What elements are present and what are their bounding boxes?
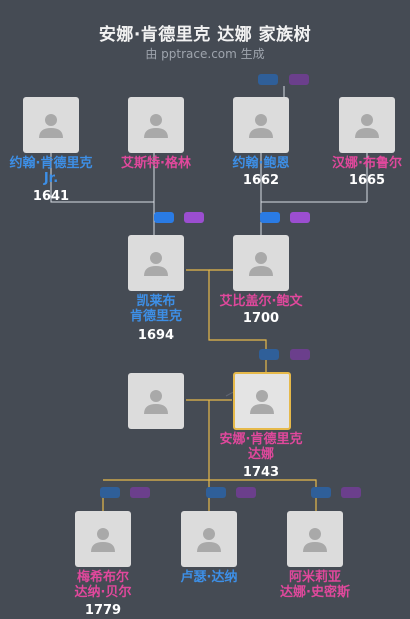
person-card-p6[interactable] [233, 235, 289, 291]
add-mother-pill[interactable] [184, 212, 204, 223]
page-subtitle: 由 pptrace.com 生成 [145, 47, 265, 61]
avatar-silhouette-icon [303, 528, 327, 552]
avatar-silhouette-icon [249, 252, 273, 276]
person-card-p2[interactable] [128, 97, 184, 153]
person-year-p8: 1743 [242, 465, 280, 480]
child-toggle-pill[interactable] [236, 487, 256, 498]
child-toggle-pill[interactable] [206, 487, 226, 498]
add-mother-pill[interactable] [290, 349, 310, 360]
person-year-p5: 1694 [137, 328, 175, 343]
avatar-silhouette-icon [250, 390, 274, 414]
avatar-silhouette-icon [355, 114, 379, 138]
person-year-p6: 1700 [242, 311, 280, 326]
spouse-toggle-pill[interactable] [289, 74, 309, 85]
avatar-silhouette-icon [197, 528, 221, 552]
child-toggle-pill[interactable] [311, 487, 331, 498]
avatar-silhouette-icon [144, 114, 168, 138]
person-name-p10: 卢瑟·达纳 [180, 570, 238, 585]
person-card-p5[interactable] [128, 235, 184, 291]
person-card-p11[interactable] [287, 511, 343, 567]
add-father-pill[interactable] [154, 212, 174, 223]
person-name-p6: 艾比盖尔·鲍文 [219, 294, 303, 309]
avatar-silhouette-icon [144, 252, 168, 276]
spouse-toggle-pill[interactable] [258, 74, 278, 85]
person-card-p1[interactable] [23, 97, 79, 153]
avatar-silhouette-icon [144, 390, 168, 414]
child-toggle-pill[interactable] [341, 487, 361, 498]
add-father-pill[interactable] [260, 212, 280, 223]
person-year-p3: 1662 [242, 173, 280, 188]
person-card-p7[interactable] [128, 373, 184, 429]
add-father-pill[interactable] [259, 349, 279, 360]
person-card-p4[interactable] [339, 97, 395, 153]
add-mother-pill[interactable] [290, 212, 310, 223]
avatar-silhouette-icon [91, 528, 115, 552]
person-card-p8-selected[interactable] [233, 372, 291, 430]
person-year-p9: 1779 [84, 603, 122, 618]
person-name-p8: 安娜·肯德里克 达娜 [219, 432, 303, 462]
person-year-p4: 1665 [348, 173, 386, 188]
child-toggle-pill[interactable] [130, 487, 150, 498]
avatar-silhouette-icon [39, 114, 63, 138]
person-name-p4: 汉娜·布鲁尔 [332, 156, 402, 171]
person-name-p9: 梅希布尔 达纳·贝尔 [74, 570, 132, 600]
page-title: 安娜·肯德里克 达娜 家族树 [98, 25, 312, 45]
person-name-p2: 艾斯特·格林 [121, 156, 191, 171]
person-year-p1: 1641 [32, 189, 70, 204]
person-name-p3: 约翰·鲍恩 [232, 156, 290, 171]
person-card-p10[interactable] [181, 511, 237, 567]
child-toggle-pill[interactable] [100, 487, 120, 498]
person-name-p5: 凯莱布 肯德里克 [129, 294, 182, 324]
person-card-p9[interactable] [75, 511, 131, 567]
person-name-p11: 阿米莉亚 达娜·史密斯 [280, 570, 350, 600]
person-name-p1: 约翰·肯德里克 Jr. [9, 156, 93, 186]
avatar-silhouette-icon [249, 114, 273, 138]
person-card-p3[interactable] [233, 97, 289, 153]
